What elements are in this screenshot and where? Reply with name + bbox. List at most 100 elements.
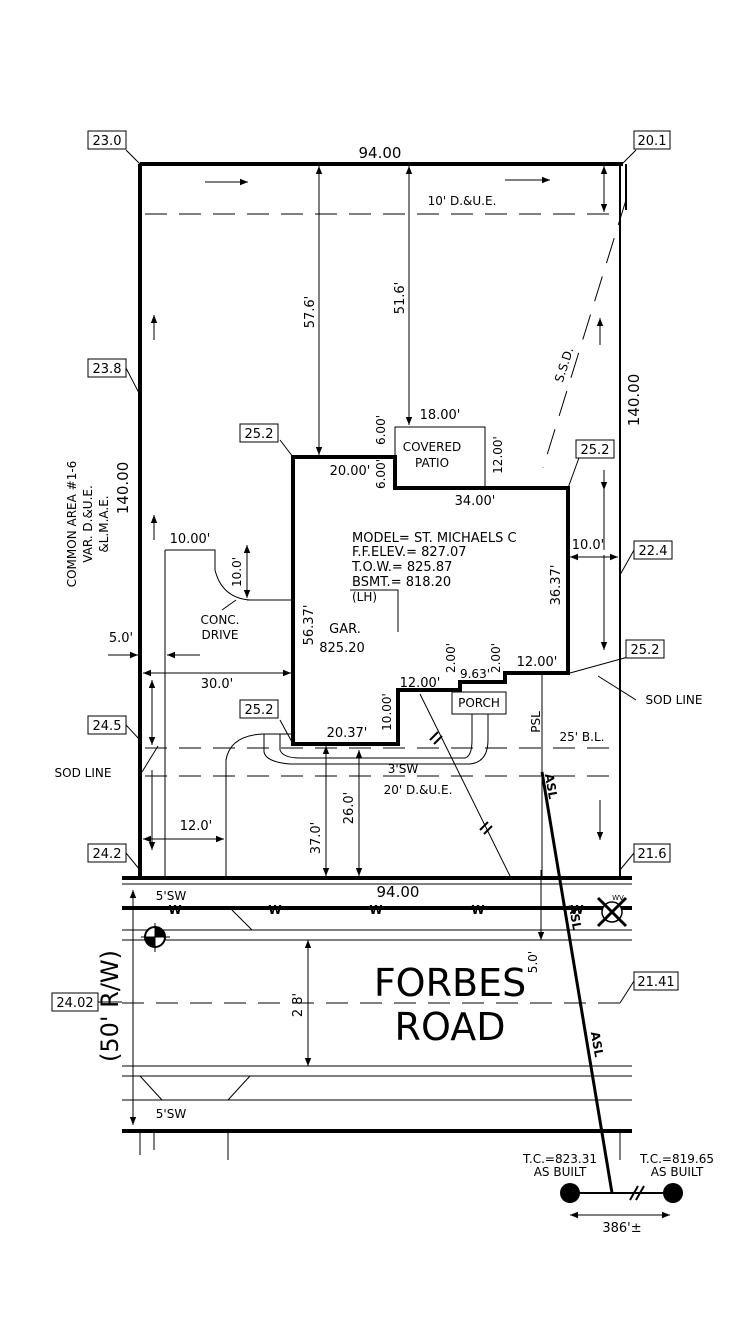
dim-drive-jog: 10.0' [230, 557, 244, 587]
elev-road-right: 21.41 [637, 975, 674, 990]
dimension-lines [108, 166, 670, 1219]
dim-patio-depth: 12.00' [491, 436, 505, 474]
elev-house-sw: 25.2 [245, 703, 274, 718]
dim-porch-width: 9.63' [460, 667, 490, 681]
ssd-label: S.S.D. [552, 346, 576, 384]
elev-corner-ne: 20.1 [638, 134, 667, 149]
road-section [122, 883, 632, 1160]
survey-monument-icon [141, 923, 170, 952]
dim-house-front: 20.37' [327, 726, 368, 741]
lot-boundary [122, 162, 632, 880]
handing-label: (LH) [352, 590, 377, 604]
garage-elev: 825.20 [319, 641, 365, 656]
elevation-boxes: 23.0 20.1 23.8 25.2 25.2 22.4 25.2 24.5 … [51, 130, 679, 1012]
covered-patio-outline [394, 426, 486, 488]
garage-label: GAR. [329, 622, 361, 637]
dim-sw-offset: 5.0' [526, 951, 540, 973]
elev-corner-se: 21.6 [638, 847, 667, 862]
road-name-line-2: ROAD [395, 1005, 506, 1049]
porch-label: PORCH [458, 696, 500, 710]
asl-label-1: ASL [542, 772, 560, 800]
tc-marker-right-icon [663, 1183, 683, 1203]
dim-walk-offset: 12.0' [180, 819, 213, 834]
water-label-3: W [369, 903, 382, 917]
dim-patio-offset-up: 6.00' [374, 415, 388, 445]
walk-outline [225, 714, 489, 876]
dim-porch-left: 12.00' [400, 676, 441, 691]
asl-label-3: ASL [588, 1030, 606, 1058]
dim-porch-jog-2: 2.00' [489, 643, 503, 673]
patio-label-2: PATIO [415, 456, 449, 470]
elev-house-se: 25.2 [631, 643, 660, 658]
dim-garage-step: 10.00' [380, 693, 394, 731]
dim-patio-offset-down: 6.00' [374, 459, 388, 489]
water-valve-icon [596, 896, 628, 928]
conc-drive-label-1: CONC. [201, 613, 240, 627]
water-label-5: W [570, 903, 583, 917]
water-line-labels: W W W W W WV [168, 894, 624, 917]
dim-house-rear-left: 20.00' [330, 464, 371, 479]
dim-drive-offset: 30.0' [201, 677, 234, 692]
dim-side-right: 10.0' [572, 538, 605, 553]
asl-label-2: ASL [566, 903, 584, 931]
dim-rear-setback-left: 57.6' [303, 296, 318, 329]
common-area-note: COMMON AREA #1-6 VAR. D.&U.E. &L.M.A.E. [65, 461, 111, 588]
elev-road-left: 24.02 [56, 996, 93, 1011]
dim-tc-spacing: 386'± [602, 1221, 641, 1236]
tc-marker-left-icon [560, 1183, 580, 1203]
dim-house-right-side: 36.37' [549, 565, 564, 606]
sidewalk-bottom-label: 5'SW [156, 1107, 187, 1121]
driveway-outline [165, 549, 293, 601]
elev-left-mid: 23.8 [93, 362, 122, 377]
tc-right-line-2: AS BUILT [651, 1165, 704, 1179]
dim-patio-width: 18.00' [420, 408, 461, 423]
patio-label-1: COVERED [403, 440, 462, 454]
tc-left-line-1: T.C.=823.31 [522, 1152, 597, 1166]
dim-side-left: 5.0' [109, 631, 133, 646]
right-depth: 140.00 [625, 374, 643, 427]
elev-right-mid: 22.4 [639, 544, 668, 559]
ssd-line [542, 199, 627, 469]
dim-house-left-side: 56.37' [302, 605, 317, 646]
sidewalk-top-label: 5'SW [156, 889, 187, 903]
common-area-line-3: &L.M.A.E. [97, 495, 111, 552]
dim-house-rear-right: 34.00' [455, 494, 496, 509]
sod-line-left: SOD LINE [55, 766, 112, 780]
tc-left-line-2: AS BUILT [534, 1165, 587, 1179]
front-easement-label: 20' D.&U.E. [384, 783, 453, 797]
elev-house-nw: 25.2 [245, 427, 274, 442]
dim-porch-jog-1: 2.00' [444, 643, 458, 673]
ff-elev-label: F.F.ELEV.= 827.07 [352, 545, 467, 560]
asl-line [540, 771, 614, 1194]
dim-front-setback-bl: 26.0' [342, 792, 357, 825]
valve-label: WV [612, 894, 624, 902]
tow-label: T.O.W.= 825.87 [351, 560, 452, 575]
left-depth: 140.00 [114, 462, 132, 515]
elev-corner-sw: 24.2 [93, 847, 122, 862]
porch-outline [451, 691, 507, 715]
psl-label: PSL [529, 711, 543, 733]
elev-corner-nw: 23.0 [93, 134, 122, 149]
dim-drive-width: 10.00' [170, 532, 211, 547]
common-area-line-1: COMMON AREA #1-6 [65, 461, 79, 588]
water-label-4: W [471, 903, 484, 917]
bsmt-label: BSMT.= 818.20 [352, 575, 451, 590]
rear-easement-label: 10' D.&U.E. [428, 194, 497, 208]
road-name-line-1: FORBES [374, 961, 526, 1005]
elev-house-ne: 25.2 [581, 443, 610, 458]
sidewalk-lot-label: 3'SW [388, 762, 419, 776]
dim-front-setback-house: 37.0' [309, 822, 324, 855]
model-label: MODEL= ST. MICHAELS C [352, 531, 517, 546]
dim-row-half: 2 8' [291, 993, 306, 1017]
building-line-label: 25' B.L. [560, 730, 605, 744]
dim-porch-right: 12.00' [517, 655, 558, 670]
common-area-line-2: VAR. D.&U.E. [81, 485, 95, 563]
water-label-1: W [168, 903, 181, 917]
row-label: (50' R/W) [96, 950, 124, 1062]
tc-right-line-1: T.C.=819.65 [639, 1152, 714, 1166]
water-label-2: W [268, 903, 281, 917]
dim-rear-setback-patio: 51.6' [393, 282, 408, 315]
conc-drive-label-2: DRIVE [202, 628, 239, 642]
house-footprint [291, 455, 570, 746]
